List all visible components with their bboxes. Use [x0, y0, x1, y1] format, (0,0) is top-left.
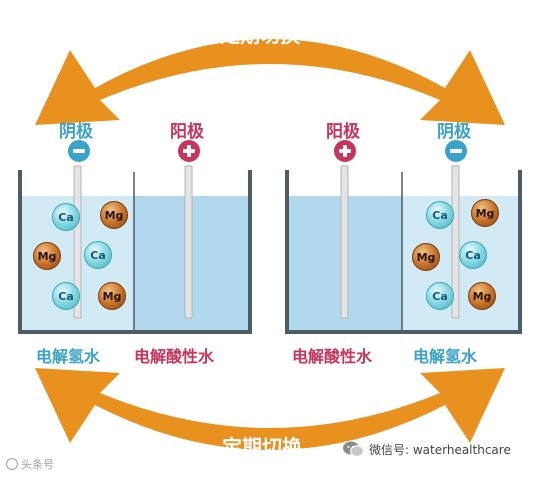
- toutiao-watermark: 头条号: [6, 456, 54, 472]
- left-ion-mg-3: Mg: [98, 282, 126, 310]
- wechat-id-text: 微信号: waterhealthcare: [369, 442, 511, 457]
- right-cathode-minus-icon: [445, 140, 467, 162]
- left-tank-cathode-rod: [73, 165, 82, 319]
- top-arrow-label: 定期切换: [220, 23, 300, 47]
- left-ion-ca-1: Ca: [52, 203, 80, 231]
- right-tank-cathode-rod: [451, 165, 460, 319]
- left-acid-water-label: 电解酸性水: [134, 347, 215, 366]
- left-anode-label: 阳极: [170, 122, 204, 142]
- wechat-watermark: 微信号: waterhealthcare: [342, 440, 511, 458]
- right-ion-ca-2: Ca: [459, 241, 487, 269]
- toutiao-logo-icon: [6, 458, 18, 470]
- left-cathode-minus-icon: [68, 140, 90, 162]
- right-ion-mg-1: Mg: [471, 199, 499, 227]
- left-ion-ca-2: Ca: [84, 241, 112, 269]
- left-cathode-label: 阴极: [59, 122, 93, 142]
- left-tank-anode-rod: [184, 165, 193, 319]
- right-ion-ca-3: Ca: [426, 282, 454, 310]
- right-tank: [285, 165, 522, 334]
- top-switch-arrow: [35, 39, 505, 125]
- left-ion-ca-3: Ca: [52, 282, 80, 310]
- bottom-switch-arrow: [35, 368, 505, 450]
- left-ion-mg-2: Mg: [33, 242, 61, 270]
- right-tank-anode-rod: [340, 165, 349, 319]
- right-cathode-label: 阴极: [437, 122, 471, 142]
- right-hydrogen-water-label: 电解氢水: [413, 347, 478, 366]
- left-hydrogen-water-label: 电解氢水: [36, 347, 101, 366]
- right-anode-label: 阳极: [326, 122, 360, 142]
- right-ion-ca-1: Ca: [426, 201, 454, 229]
- wechat-icon: [343, 441, 364, 457]
- right-acid-water-label: 电解酸性水: [292, 347, 373, 366]
- bottom-arrow-label: 定期切换: [222, 435, 302, 459]
- right-ion-mg-2: Mg: [412, 243, 440, 271]
- left-ion-mg-1: Mg: [100, 201, 128, 229]
- left-anode-plus-icon: [178, 140, 200, 162]
- right-anode-plus-icon: [334, 140, 356, 162]
- right-ion-mg-3: Mg: [468, 282, 496, 310]
- toutiao-watermark-text: 头条号: [21, 458, 54, 471]
